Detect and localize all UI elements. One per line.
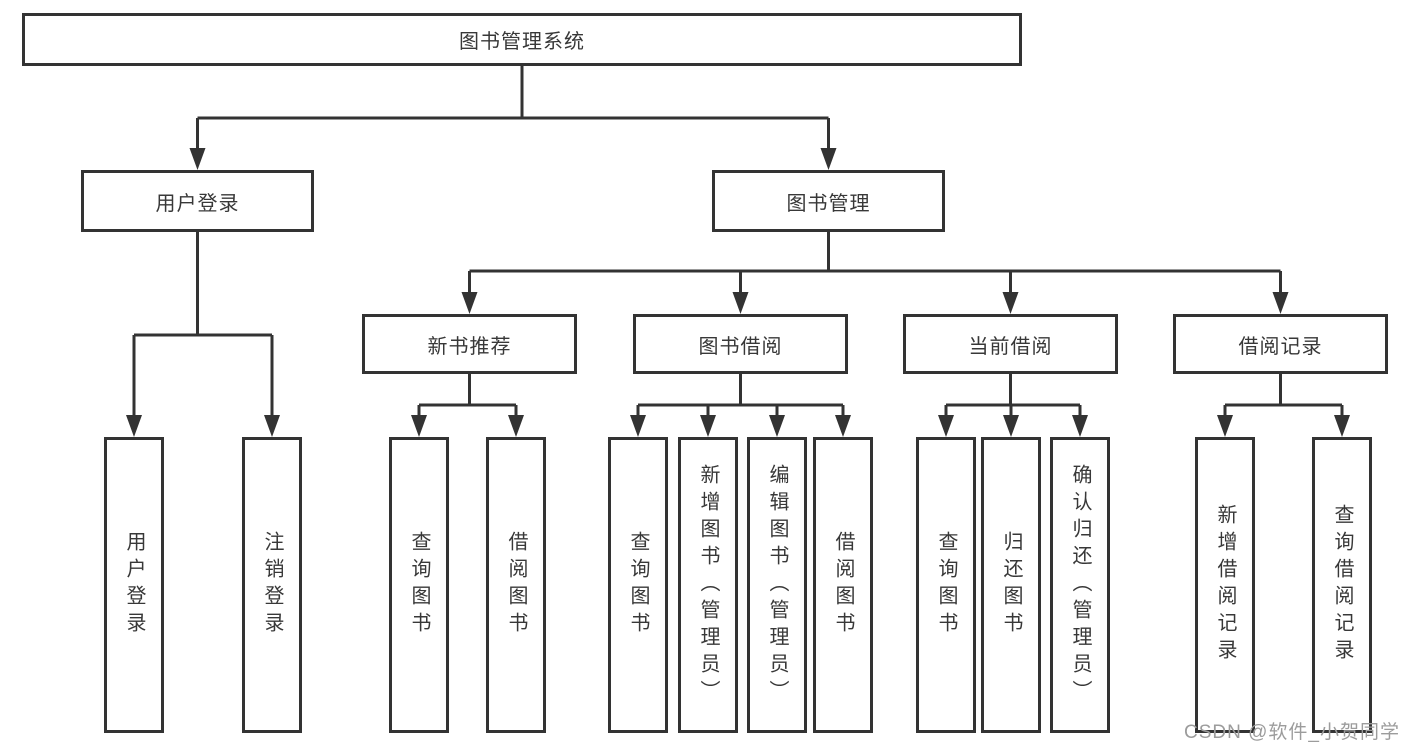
connectors-current-borrow: [938, 374, 1088, 437]
connectors-root-to-level2: [189, 66, 837, 170]
node-root-label: 图书管理系统: [459, 31, 585, 53]
node-current-borrow: 当前借阅: [903, 314, 1118, 374]
leaf-query-books-recommend: 查询图书: [389, 437, 449, 733]
leaf-query-books-current-label: 查询图书: [935, 531, 957, 639]
leaf-add-borrow-record-label: 新增借阅记录: [1214, 504, 1236, 666]
leaf-confirm-return-admin-label: 确认归还（管理员）: [1069, 463, 1091, 707]
leaf-query-borrow-record-label: 查询借阅记录: [1331, 504, 1353, 666]
leaf-add-borrow-record: 新增借阅记录: [1195, 437, 1255, 733]
leaf-user-login: 用户登录: [104, 437, 164, 733]
node-book-borrow-label: 图书借阅: [698, 335, 783, 358]
leaf-user-login-label: 用户登录: [123, 531, 145, 639]
leaf-query-books-recommend-label: 查询图书: [408, 531, 430, 639]
connectors-book-borrow: [630, 374, 851, 437]
leaf-logout: 注销登录: [242, 437, 302, 733]
node-root: 图书管理系统: [22, 13, 1022, 66]
node-new-book-recommend-label: 新书推荐: [427, 335, 512, 358]
connectors-book-management: [461, 232, 1289, 314]
node-user-login: 用户登录: [81, 170, 314, 232]
csdn-watermark: CSDN @软件_小贺同学: [1184, 722, 1400, 743]
connectors-new-book-recommend: [411, 374, 524, 437]
leaf-borrow-books-recommend-label: 借阅图书: [505, 531, 527, 639]
leaf-query-books-borrow: 查询图书: [608, 437, 668, 733]
node-current-borrow-label: 当前借阅: [968, 335, 1053, 358]
leaf-return-books-label: 归还图书: [1000, 531, 1022, 639]
node-borrow-records: 借阅记录: [1173, 314, 1388, 374]
leaf-borrow-books: 借阅图书: [813, 437, 873, 733]
node-new-book-recommend: 新书推荐: [362, 314, 577, 374]
leaf-logout-label: 注销登录: [261, 531, 283, 639]
leaf-add-book-admin: 新增图书（管理员）: [678, 437, 738, 733]
connectors-user-login: [126, 232, 280, 437]
node-book-management-label: 图书管理: [786, 192, 871, 215]
leaf-query-books-current: 查询图书: [916, 437, 976, 733]
leaf-confirm-return-admin: 确认归还（管理员）: [1050, 437, 1110, 733]
leaf-add-book-admin-label: 新增图书（管理员）: [697, 463, 719, 707]
leaf-return-books: 归还图书: [981, 437, 1041, 733]
leaf-edit-book-admin: 编辑图书（管理员）: [747, 437, 807, 733]
connectors-borrow-records: [1217, 374, 1350, 437]
node-book-management: 图书管理: [712, 170, 945, 232]
node-book-borrow: 图书借阅: [633, 314, 848, 374]
leaf-borrow-books-recommend: 借阅图书: [486, 437, 546, 733]
node-borrow-records-label: 借阅记录: [1238, 335, 1323, 358]
leaf-query-books-borrow-label: 查询图书: [627, 531, 649, 639]
node-user-login-label: 用户登录: [155, 192, 240, 215]
leaf-query-borrow-record: 查询借阅记录: [1312, 437, 1372, 733]
leaf-edit-book-admin-label: 编辑图书（管理员）: [766, 463, 788, 707]
leaf-borrow-books-label: 借阅图书: [832, 531, 854, 639]
